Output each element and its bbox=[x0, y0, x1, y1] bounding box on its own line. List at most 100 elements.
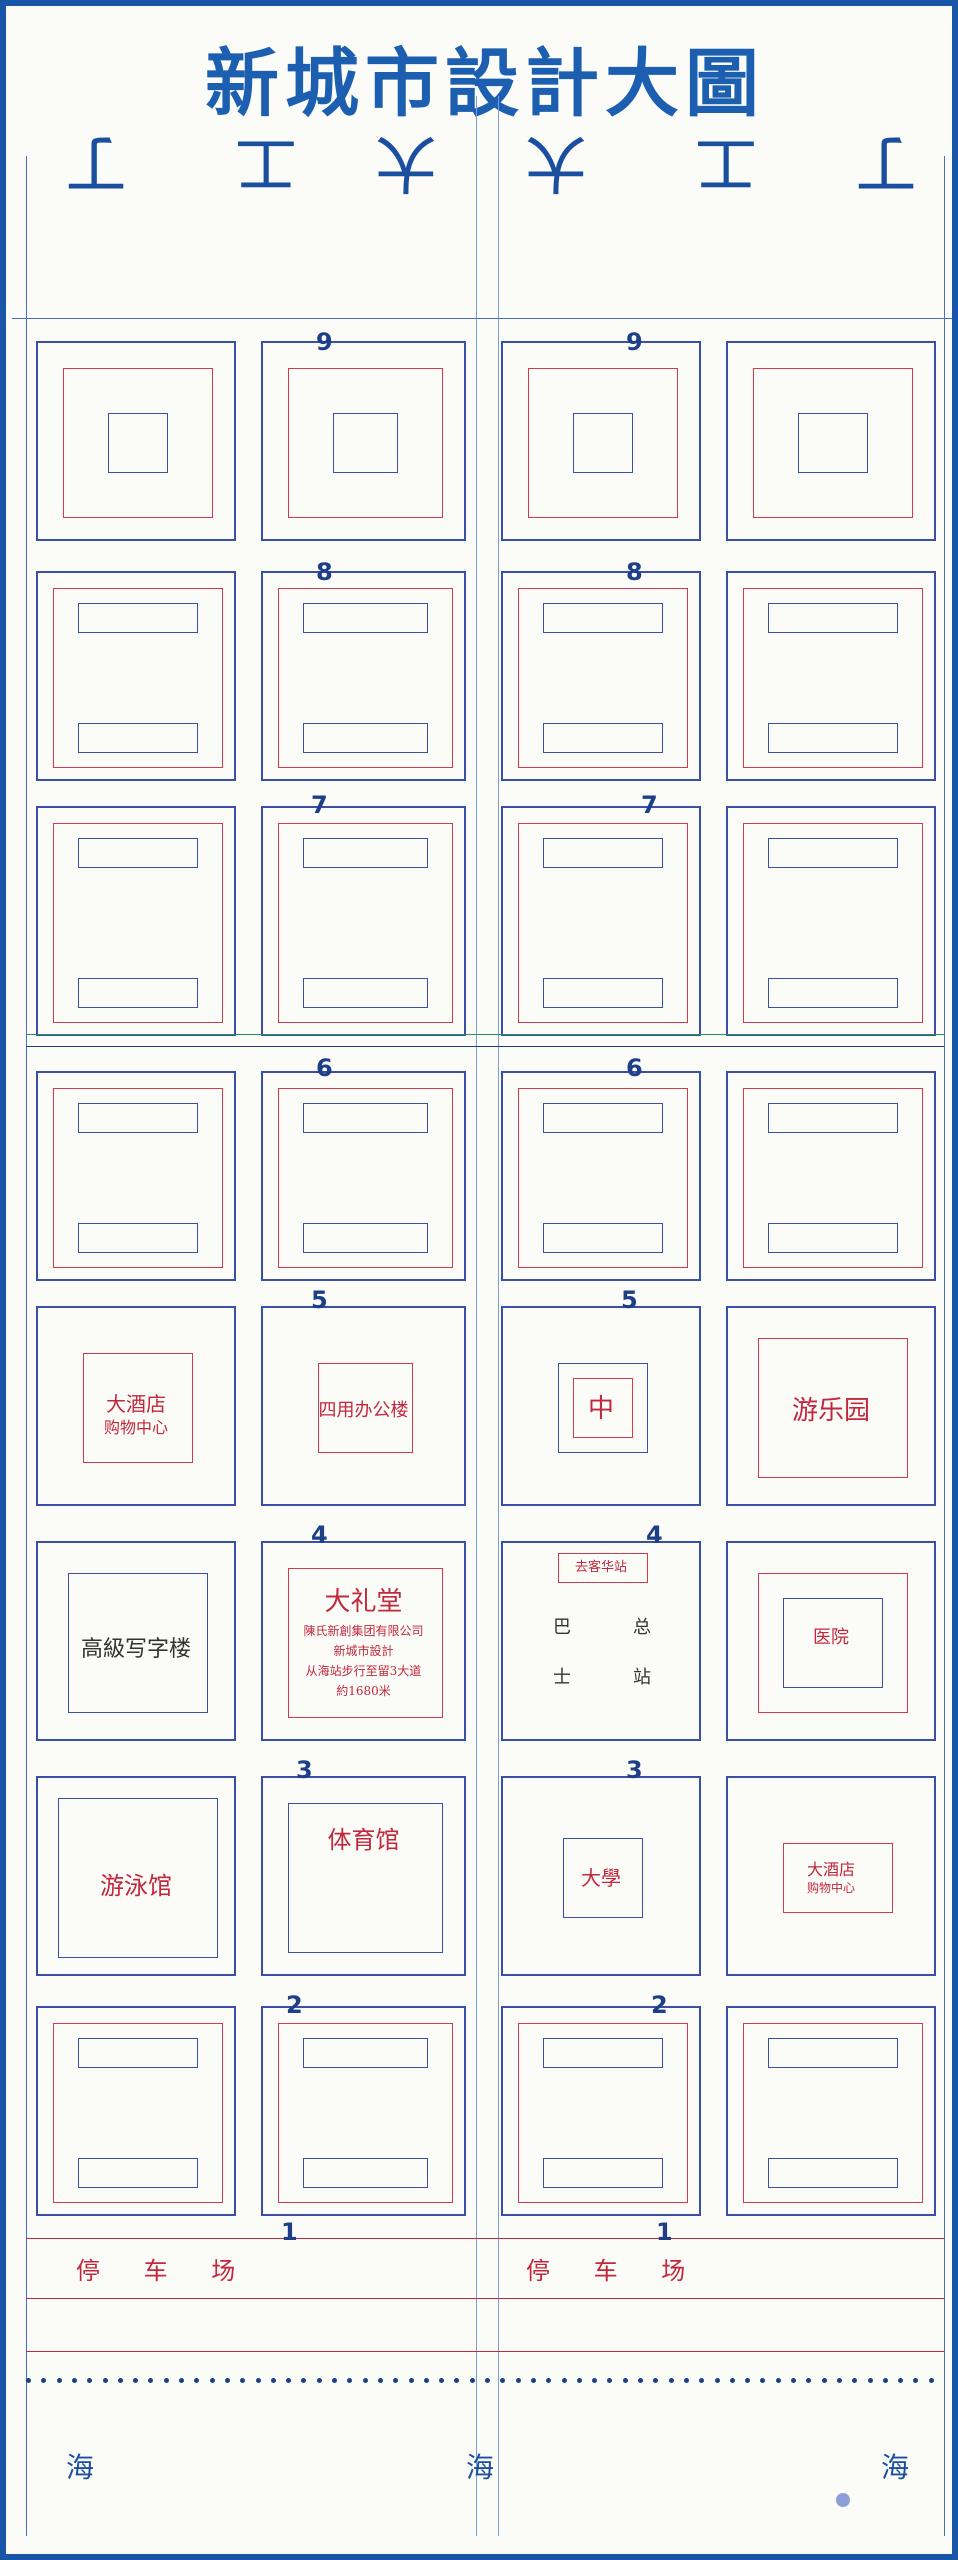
block-inner bbox=[278, 823, 453, 1023]
boundary-dot bbox=[26, 2378, 31, 2383]
block-inner bbox=[278, 2023, 453, 2203]
boundary-dot bbox=[638, 2378, 643, 2383]
boundary-dot bbox=[71, 2378, 77, 2383]
building-footprint bbox=[768, 603, 898, 633]
row-marker: 1 bbox=[656, 2218, 673, 2246]
seal-dot bbox=[836, 2493, 850, 2507]
boundary-dot bbox=[209, 2378, 215, 2383]
building-footprint bbox=[303, 978, 428, 1008]
boundary-dot bbox=[622, 2378, 628, 2383]
city-block bbox=[501, 2006, 701, 2216]
boundary-dot bbox=[439, 2378, 445, 2383]
building-footprint bbox=[303, 1223, 428, 1253]
building-footprint bbox=[543, 603, 663, 633]
building-footprint bbox=[768, 1223, 898, 1253]
block-auditorium: 大礼堂 陳氏新創集团有限公司 新城市設計 从海站步行至留3大道 約1680米 bbox=[261, 1541, 466, 1741]
city-block bbox=[261, 571, 466, 781]
boundary-dot bbox=[117, 2378, 123, 2383]
boundary-dot bbox=[729, 2378, 735, 2383]
city-block bbox=[726, 806, 936, 1036]
building-footprint bbox=[768, 1103, 898, 1133]
building-footprint bbox=[303, 723, 428, 753]
building-footprint bbox=[543, 2158, 663, 2188]
building-footprint bbox=[78, 2038, 198, 2068]
boundary-dot bbox=[836, 2378, 842, 2383]
block-inner bbox=[63, 368, 213, 518]
block-inner bbox=[53, 2023, 223, 2203]
building-footprint bbox=[543, 978, 663, 1008]
row-marker: 8 bbox=[316, 558, 333, 586]
sea-label: 海 bbox=[466, 2451, 495, 2484]
boundary-dot bbox=[653, 2378, 659, 2383]
bus-label-d: 站 bbox=[633, 1667, 651, 1688]
boundary-dot bbox=[423, 2378, 429, 2383]
boundary-dot bbox=[362, 2378, 368, 2383]
block-inner bbox=[278, 1088, 453, 1268]
street-line bbox=[26, 1034, 944, 1035]
boundary-dot bbox=[791, 2378, 796, 2383]
auditorium-note: 約1680米 bbox=[336, 1684, 391, 1698]
street-label: 停 车 场 bbox=[526, 2257, 704, 2285]
city-block bbox=[36, 571, 236, 781]
highrise-label: 高級写字楼 bbox=[80, 1637, 191, 1662]
building-footprint bbox=[78, 1223, 198, 1253]
row-marker: 2 bbox=[651, 1991, 668, 2019]
row-marker: 7 bbox=[311, 791, 328, 819]
block-inner bbox=[743, 823, 923, 1023]
building-footprint bbox=[303, 2038, 428, 2068]
bus-station-top-label: 去客华站 bbox=[574, 1560, 627, 1575]
city-block bbox=[36, 2006, 236, 2216]
building-footprint bbox=[543, 723, 663, 753]
boundary-dot bbox=[240, 2378, 246, 2383]
boundary-dot bbox=[56, 2378, 62, 2383]
block-gymnasium: 体育馆 bbox=[261, 1776, 466, 1976]
city-block bbox=[261, 2006, 466, 2216]
guide-line bbox=[476, 96, 477, 2536]
boundary-dot bbox=[163, 2378, 169, 2383]
building-footprint bbox=[78, 2158, 198, 2188]
hotel-label: 大酒店 bbox=[106, 1392, 166, 1416]
row-marker: 9 bbox=[316, 328, 333, 356]
row-marker: 4 bbox=[646, 1521, 663, 1549]
boundary-dot bbox=[469, 2378, 475, 2383]
block-inner bbox=[518, 823, 688, 1023]
hotel-2-label: 大酒店 bbox=[806, 1860, 855, 1879]
boundary-dot bbox=[515, 2378, 521, 2383]
boundary-dot bbox=[898, 2378, 904, 2383]
boundary-dot bbox=[592, 2378, 598, 2383]
boundary-dot bbox=[454, 2378, 460, 2383]
block-inner bbox=[743, 2023, 923, 2203]
city-block bbox=[261, 341, 466, 541]
block-bus-station: 去客华站 巴 士 总 站 bbox=[501, 1541, 701, 1741]
block-hospital: 医院 bbox=[726, 1541, 936, 1741]
block-swimming-hall: 游泳馆 bbox=[36, 1776, 236, 1976]
city-block bbox=[36, 341, 236, 541]
amusement-park-label: 游乐园 bbox=[791, 1396, 870, 1426]
row-marker: 6 bbox=[316, 1054, 333, 1082]
boundary-dot bbox=[867, 2378, 873, 2383]
boundary-dot bbox=[500, 2378, 506, 2383]
block-inner bbox=[278, 588, 453, 768]
street-line bbox=[26, 2298, 944, 2299]
row-marker: 5 bbox=[621, 1286, 638, 1314]
city-block bbox=[726, 2006, 936, 2216]
bus-label-a: 巴 bbox=[553, 1617, 571, 1638]
university-label: 大學 bbox=[581, 1866, 621, 1890]
city-block bbox=[261, 1071, 466, 1281]
street-line bbox=[26, 2351, 944, 2352]
boundary-dot bbox=[393, 2378, 399, 2383]
city-block bbox=[501, 1071, 701, 1281]
hospital-label: 医院 bbox=[813, 1627, 849, 1648]
sea-label: 海 bbox=[881, 2451, 910, 2484]
building-footprint bbox=[78, 838, 198, 868]
row-marker: 4 bbox=[311, 1521, 328, 1549]
boundary-dot bbox=[316, 2378, 322, 2383]
building-footprint bbox=[768, 2038, 898, 2068]
block-inner bbox=[528, 368, 678, 518]
row-marker: 1 bbox=[281, 2218, 298, 2246]
stadium-label: 中 bbox=[587, 1394, 614, 1424]
block-inner bbox=[53, 823, 223, 1023]
boundary-dot bbox=[576, 2378, 582, 2383]
guide-line bbox=[498, 96, 499, 2536]
boundary-dot bbox=[546, 2378, 552, 2383]
